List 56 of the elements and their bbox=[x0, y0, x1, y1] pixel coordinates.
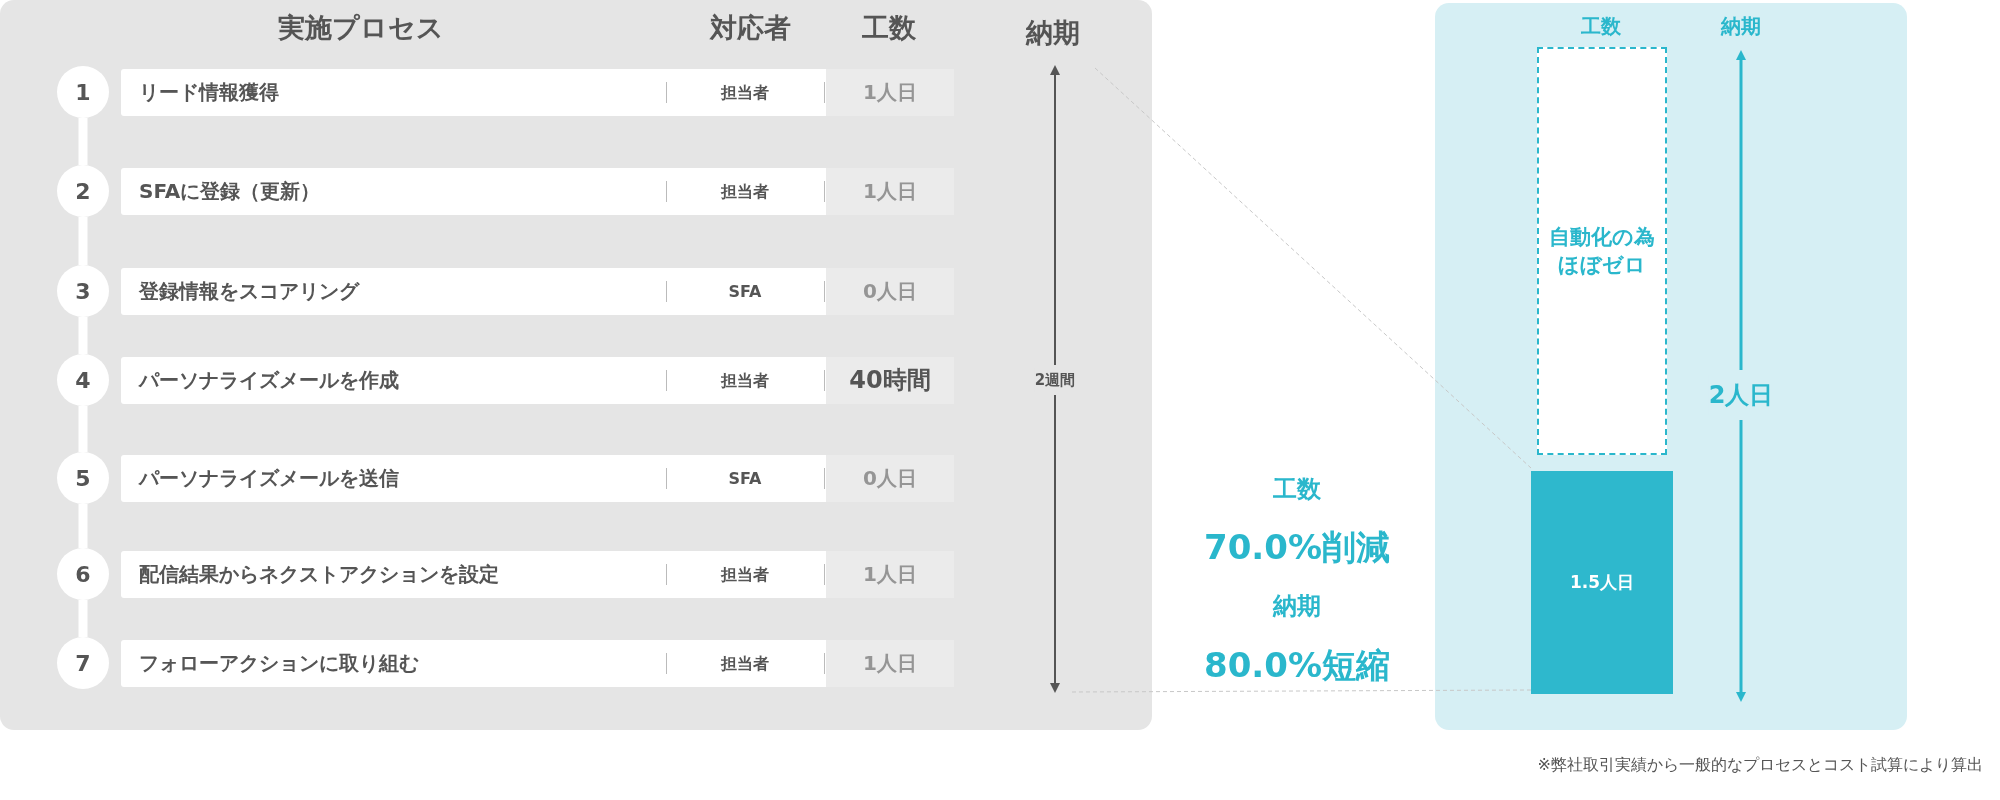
connector-line bbox=[78, 317, 88, 354]
process-name: パーソナライズメールを送信 bbox=[139, 465, 399, 492]
column-header: 納期 bbox=[1026, 16, 1080, 50]
column-header: 納期 bbox=[1721, 12, 1761, 40]
process-name: フォローアクションに取り組む bbox=[139, 650, 419, 677]
assignee-text: 担当者 bbox=[719, 653, 770, 675]
result-panel bbox=[1435, 3, 1907, 730]
connector-line bbox=[78, 504, 88, 548]
connector-line bbox=[78, 600, 88, 637]
process-row bbox=[121, 268, 954, 315]
assignee-text: SFA bbox=[727, 281, 763, 303]
step-number: 3 bbox=[57, 265, 109, 317]
process-row bbox=[121, 455, 954, 502]
process-name: 登録情報をスコアリング bbox=[139, 278, 359, 305]
effort-bar: 1.5人日 bbox=[1531, 471, 1673, 694]
step-number: 5 bbox=[57, 452, 109, 504]
assignee-text: 担当者 bbox=[719, 82, 770, 104]
effort-value: 0人日 bbox=[862, 465, 918, 492]
assignee-text: 担当者 bbox=[719, 370, 770, 392]
column-header: 実施プロセス bbox=[278, 11, 444, 45]
effort-value: 40時間 bbox=[848, 365, 932, 396]
metric-value: 80.0%短縮 bbox=[1204, 644, 1390, 687]
process-row bbox=[121, 551, 954, 598]
connector-line bbox=[78, 217, 88, 265]
step-number: 6 bbox=[57, 548, 109, 600]
effort-value: 1人日 bbox=[862, 561, 918, 588]
effort-value: 1人日 bbox=[862, 650, 918, 677]
step-number: 7 bbox=[57, 637, 109, 689]
step-number: 4 bbox=[57, 354, 109, 406]
dashed-bar: 自動化の為ほぼゼロ bbox=[1537, 47, 1667, 455]
effort-value: 1人日 bbox=[862, 79, 918, 106]
process-row bbox=[121, 69, 954, 116]
process-name: リード情報獲得 bbox=[139, 79, 279, 106]
column-header: 工数 bbox=[862, 11, 916, 45]
assignee-text: 担当者 bbox=[719, 564, 770, 586]
effort-value: 1人日 bbox=[862, 178, 918, 205]
step-number: 1 bbox=[57, 66, 109, 118]
process-name: 配信結果からネクストアクションを設定 bbox=[139, 561, 499, 588]
process-row bbox=[121, 168, 954, 215]
process-panel bbox=[0, 0, 1152, 730]
column-header: 対応者 bbox=[709, 11, 791, 45]
assignee-text: 担当者 bbox=[719, 181, 770, 203]
connector-line bbox=[78, 406, 88, 452]
assignee-text: SFA bbox=[727, 468, 763, 490]
process-name: SFAに登録（更新） bbox=[139, 178, 321, 205]
metric-title: 工数 bbox=[1273, 474, 1321, 505]
process-row bbox=[121, 640, 954, 687]
connector-line bbox=[78, 118, 88, 165]
metric-title: 納期 bbox=[1273, 591, 1321, 622]
process-name: パーソナライズメールを作成 bbox=[139, 367, 399, 394]
effort-value: 0人日 bbox=[862, 278, 918, 305]
metric-value: 70.0%削減 bbox=[1204, 526, 1390, 569]
step-number: 2 bbox=[57, 165, 109, 217]
footnote: ※弊社取引実績から一般的なプロセスとコスト試算により算出 bbox=[1537, 755, 1983, 776]
column-header: 工数 bbox=[1581, 12, 1621, 40]
process-row bbox=[121, 357, 954, 404]
